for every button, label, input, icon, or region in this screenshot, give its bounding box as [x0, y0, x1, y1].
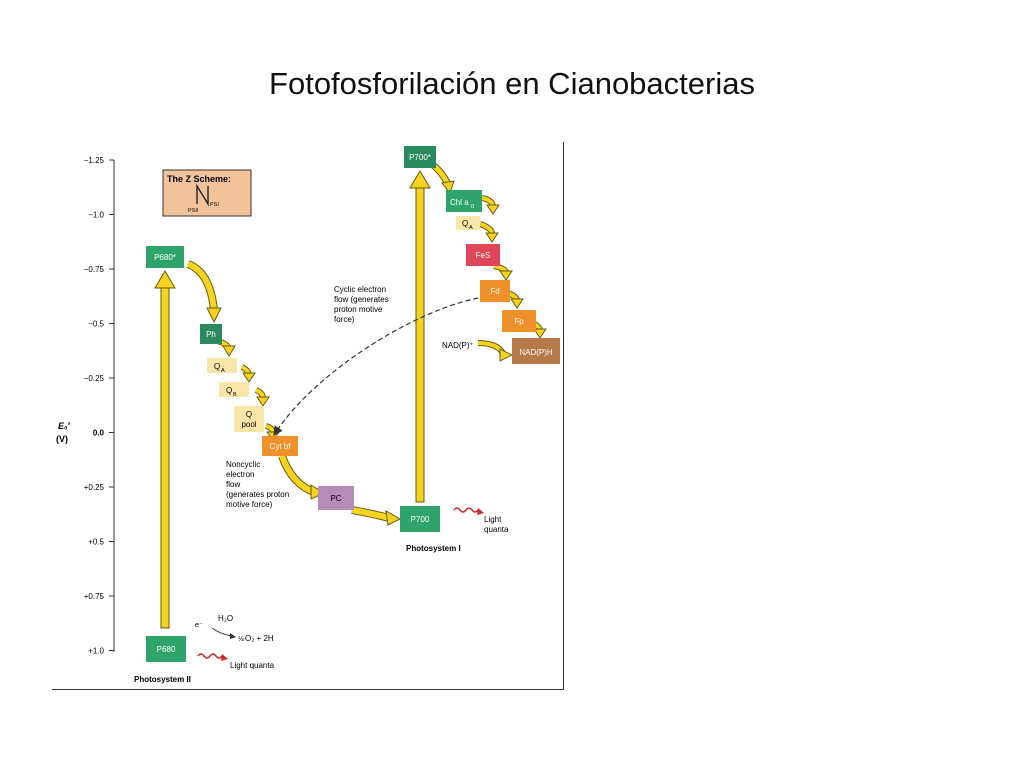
arrow-nadp-nadph	[477, 340, 514, 362]
arrow-qa-qb	[240, 364, 256, 383]
light-wave-psii-arrowhead	[221, 654, 228, 661]
node-chl-a0: Chl a 0	[446, 190, 482, 212]
oxygen-label: O₂ + 2H	[245, 634, 274, 643]
node-p680: P680	[146, 636, 186, 662]
noncyclic-label-line: (generates proton	[226, 490, 289, 499]
svg-text:B: B	[233, 392, 237, 398]
node-p680-star: P680*	[146, 246, 184, 268]
axis-ticks: −1.25 −1.0 −0.75 −0.5 −0.25 0.0 +0.25 +0.5 +0.75…	[84, 156, 114, 656]
node-qa-psi: Q A	[456, 216, 480, 231]
node-fd: Fd	[480, 280, 510, 302]
axis-tick-label: −0.25	[84, 374, 105, 383]
z-scheme-diagram: −1.25 −1.0 −0.75 −0.5 −0.25 0.0 +0.25 +0.5 +0.75…	[56, 146, 560, 684]
light-wave-psi-icon	[453, 507, 479, 513]
svg-text:0: 0	[471, 204, 474, 210]
noncyclic-label-line: flow	[226, 480, 240, 489]
svg-text:Q: Q	[214, 362, 220, 371]
axis-tick-label: +0.75	[84, 592, 105, 601]
legend-title: The Z Scheme:	[167, 174, 231, 184]
node-p700: P700	[400, 506, 440, 532]
svg-text:PC: PC	[330, 494, 341, 503]
svg-text:P700*: P700*	[409, 153, 431, 162]
node-q-pool: Q pool	[234, 406, 264, 432]
arrow-chla-qa2	[481, 195, 500, 215]
axis-tick-label: +0.5	[88, 538, 104, 547]
axis-label: E₀′	[58, 421, 71, 431]
legend-psi: PSI	[210, 202, 219, 208]
photosystem-ii-label: Photosystem II	[134, 675, 191, 684]
arrow-pc-p700	[351, 506, 402, 526]
svg-text:P680: P680	[157, 645, 176, 654]
node-fes: FeS	[466, 244, 500, 266]
cyclic-label-line: proton motive	[334, 305, 383, 314]
electron-label: e⁻	[195, 622, 203, 629]
excitation-arrow-psii	[154, 270, 176, 629]
arrow-p700star-chla	[429, 161, 455, 195]
svg-text:Q: Q	[226, 386, 232, 395]
excitation-arrow-psi	[409, 170, 431, 503]
svg-text:Q: Q	[246, 410, 252, 419]
arrow-p680star-ph	[186, 260, 222, 324]
light-quanta-psii-label: Light quanta	[230, 661, 275, 670]
oxygen-half: ½	[238, 635, 244, 643]
light-quanta-psi-1: Light	[484, 515, 502, 524]
light-wave-psi-arrowhead	[477, 508, 484, 515]
water-label: H₂O	[218, 614, 233, 623]
transfer-arrows	[186, 161, 547, 526]
nadp-label: NAD(P)⁺	[442, 341, 474, 350]
slide-title: Fotofosforilación en Cianobacterias	[269, 66, 755, 101]
arrow-cytbf-pc	[278, 454, 326, 500]
axis-tick-label: +0.25	[84, 483, 105, 492]
light-quanta-psi-2: quanta	[484, 525, 509, 534]
water-split-arrow	[211, 627, 233, 637]
photosystem-i-label: Photosystem I	[406, 544, 461, 553]
arrow-qb-qpool	[254, 387, 270, 407]
z-scheme-legend: The Z Scheme: PSII PSI	[162, 169, 252, 217]
cyclic-flow-arrow	[273, 297, 479, 437]
z-shape-icon	[196, 183, 209, 207]
light-wave-psii-icon	[197, 653, 223, 659]
svg-text:Ph: Ph	[206, 330, 216, 339]
arrow-qa2-fes	[478, 221, 499, 243]
node-ph: Ph	[200, 324, 222, 344]
svg-text:Q: Q	[462, 219, 468, 228]
svg-text:pool: pool	[241, 420, 256, 429]
node-p700-star: P700*	[404, 146, 436, 168]
cyclic-label-line: flow (generates	[334, 295, 389, 304]
legend-psii: PSII	[188, 208, 199, 214]
svg-text:Fd: Fd	[490, 287, 499, 296]
arrow-fes-fd	[493, 263, 513, 281]
node-pc: PC	[318, 486, 354, 510]
axis-unit: (V)	[56, 434, 68, 444]
node-fp: Fp	[502, 310, 536, 332]
svg-text:NAD(P)H: NAD(P)H	[519, 348, 553, 357]
svg-text:P700: P700	[411, 515, 430, 524]
node-qb: Q B	[219, 382, 249, 398]
svg-text:FeS: FeS	[476, 251, 491, 260]
svg-text:Fp: Fp	[514, 317, 524, 326]
node-nadph: NAD(P)H	[512, 338, 560, 364]
svg-text:A: A	[469, 225, 473, 231]
axis-tick-label: −1.0	[88, 211, 104, 220]
cyclic-label-line: force)	[334, 315, 355, 324]
svg-text:Cyt bf: Cyt bf	[270, 442, 292, 451]
axis-tick-label: −1.25	[84, 156, 105, 165]
noncyclic-label-line: electron	[226, 470, 254, 479]
axis-tick-label: +1.0	[88, 647, 104, 656]
node-qa: Q A	[207, 358, 237, 374]
axis-tick-label: −0.75	[84, 265, 105, 274]
svg-text:P680*: P680*	[154, 253, 176, 262]
axis-tick-label: −0.5	[88, 320, 104, 329]
cyclic-label-line: Cyclic electron	[334, 285, 386, 294]
z-scheme-figure: −1.25 −1.0 −0.75 −0.5 −0.25 0.0 +0.25 +0.5 +0.75…	[52, 142, 564, 690]
noncyclic-label-line: motive force)	[226, 500, 273, 509]
noncyclic-label-line: Noncyclic	[226, 460, 260, 469]
svg-text:A: A	[221, 368, 225, 374]
node-cyt-bf: Cyt bf	[262, 436, 298, 456]
axis-tick-label: 0.0	[93, 429, 105, 438]
svg-text:Chl a: Chl a	[450, 198, 469, 207]
